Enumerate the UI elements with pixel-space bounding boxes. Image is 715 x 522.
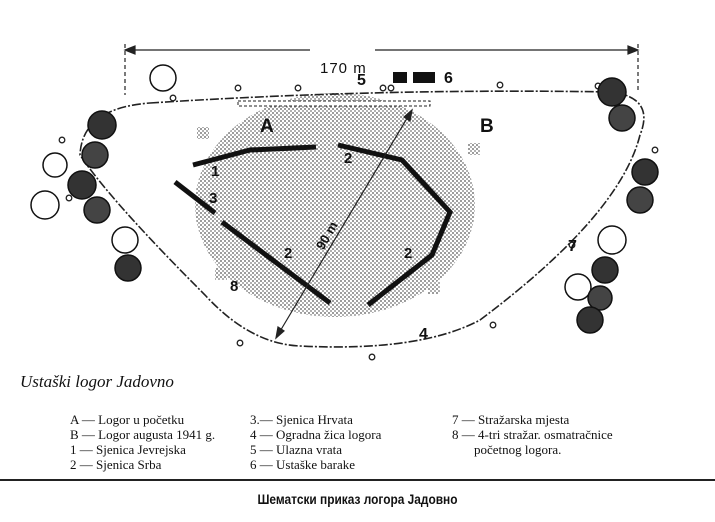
legend-item: 5 — Ulazna vrata — [250, 442, 343, 457]
label-6: 6 — [444, 70, 453, 87]
legend-col-2: 3.— Sjenica Hrvata 4 — Ogradna žica logo… — [250, 412, 381, 472]
legend-item: 6 — Ustaške barake — [250, 457, 356, 472]
legend-item: 7 — Stražarska mjesta — [452, 412, 570, 427]
label-3: 3 — [209, 190, 218, 207]
divider — [0, 479, 715, 481]
ustasha-barrack — [393, 72, 407, 83]
legend-item: 2 — Sjenica Srba — [70, 457, 162, 472]
barbed-wire-fence — [79, 90, 645, 348]
diagram-title: Ustaški logor Jadovno — [20, 372, 174, 391]
label-2: 2 — [344, 150, 353, 167]
shed-serbian-right — [337, 142, 453, 307]
label-2: 2 — [284, 245, 293, 262]
label-5: 5 — [357, 72, 366, 89]
label-2: 2 — [404, 245, 413, 262]
label-1: 1 — [211, 163, 220, 180]
legend-item: početnog logora. — [474, 442, 562, 457]
dimension-170m — [123, 44, 640, 95]
sheds — [173, 142, 453, 307]
label-7: 7 — [568, 238, 577, 255]
shed-croatian — [173, 180, 217, 215]
legend-item: B — Logor augusta 1941 g. — [70, 427, 216, 442]
width-label: 170 m — [320, 60, 367, 77]
label-b: B — [480, 116, 494, 137]
legend-item: 1 — Sjenica Jevrejska — [70, 442, 186, 457]
label-a: A — [260, 116, 274, 137]
label-8: 8 — [230, 278, 239, 295]
watchtowers — [197, 127, 480, 294]
camp-schematic — [30, 44, 659, 361]
trees — [30, 64, 659, 334]
ustasha-barrack — [413, 72, 435, 83]
shed-serbian-left — [220, 220, 332, 305]
legend-item: 8 — 4-tri stražar. osmatračnice — [452, 427, 613, 442]
legend-item: 4 — Ogradna žica logora — [250, 427, 382, 442]
shed-jewish — [192, 144, 317, 168]
dimension-90m — [275, 108, 413, 340]
entrance-gate — [237, 100, 431, 107]
label-4: 4 — [419, 326, 428, 343]
legend-col-3: 7 — Stražarska mjesta 8 — 4-tri stražar.… — [452, 412, 613, 457]
caption: Шематски приказ логора Јадовно — [257, 491, 458, 507]
legend-item: A — Logor u početku — [70, 412, 185, 427]
legend-col-1: A — Logor u početku B — Logor augusta 19… — [70, 412, 215, 472]
legend-item: 3.— Sjenica Hrvata — [250, 412, 353, 427]
